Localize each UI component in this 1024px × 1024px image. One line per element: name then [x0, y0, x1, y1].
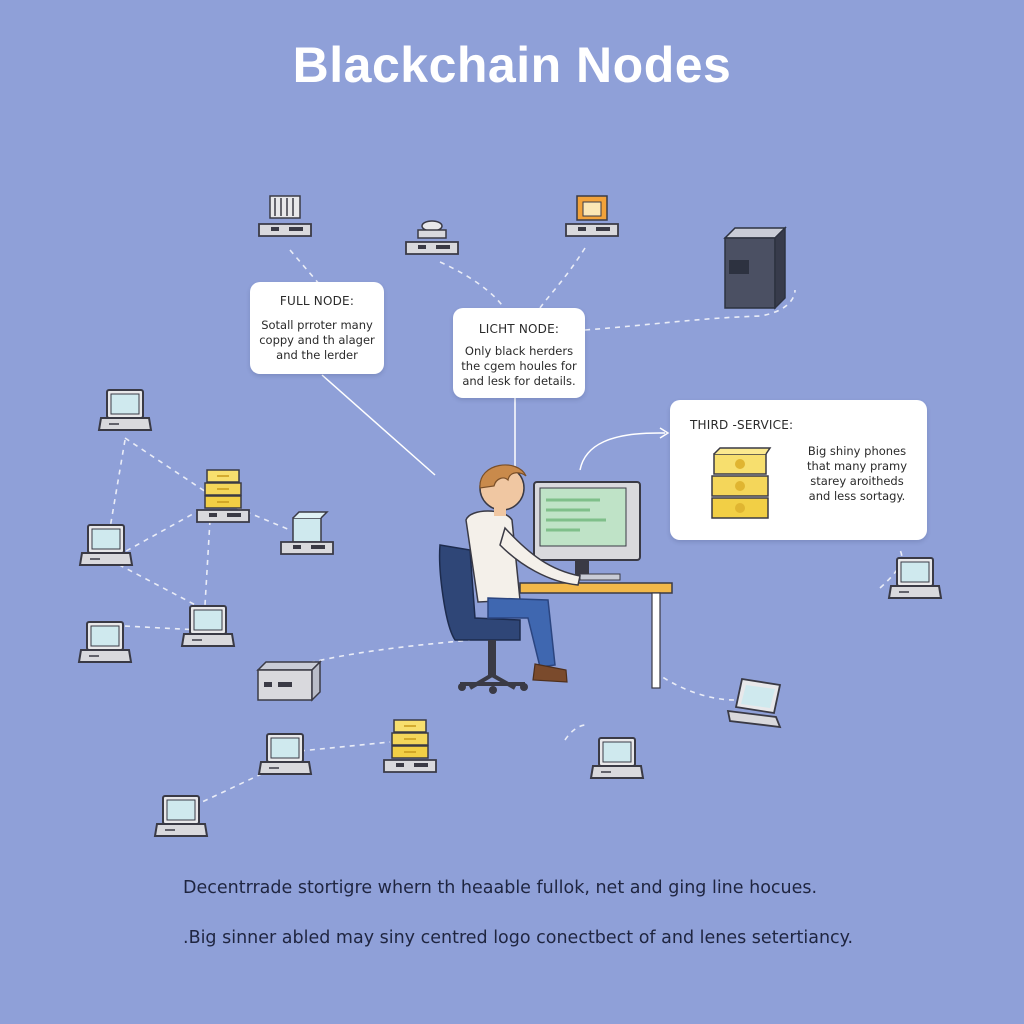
coin-stack-icon: [405, 220, 459, 255]
third-service-line: and less sortagy.: [808, 489, 906, 503]
light-node-card: LICHT NODE: Only black herders the cgem …: [453, 308, 585, 398]
cube-node-icon: [280, 511, 334, 555]
footer-caption-line-1: Decentrrade stortigre whern th heaable f…: [183, 878, 818, 898]
laptop-icon: [258, 733, 312, 775]
page-title: Blackchain Nodes: [292, 37, 732, 93]
full-node-card: FULL NODE: Sotall prroter many coppy and…: [250, 282, 384, 374]
laptop-icon: [98, 389, 152, 431]
tablet-icon: [726, 677, 782, 729]
laptop-icon: [78, 621, 132, 663]
storage-box-icon: [723, 226, 787, 310]
full-node-line: coppy and th alager: [259, 333, 375, 347]
coin-node-icon: [383, 719, 437, 773]
footer-caption-line-2: .Big sinner abled may siny centred logo …: [183, 928, 854, 948]
server-rack-icon: [258, 195, 312, 237]
laptop-icon: [181, 605, 235, 647]
coin-node-icon: [196, 469, 250, 523]
third-service-line: starey aroitheds: [810, 474, 904, 488]
third-service-line: that many pramy: [806, 459, 908, 473]
user-at-desk-illustration: [438, 464, 673, 694]
crypto-cube-icon: [565, 195, 619, 237]
laptop-icon: [590, 737, 644, 779]
full-node-connector: [321, 374, 436, 476]
third-service-card: THIRD ‑SERVICE: Big shiny phones that ma…: [670, 400, 927, 540]
third-service-heading: THIRD ‑SERVICE:: [690, 418, 794, 432]
server-box-icon: [256, 660, 322, 702]
third-service-description: Big shiny phones that many pramy starey …: [798, 444, 916, 504]
light-node-heading: LICHT NODE:: [478, 322, 560, 336]
laptop-icon: [79, 524, 133, 566]
coin-stack-icon: [711, 447, 772, 519]
light-node-line: Only black herders: [464, 344, 574, 358]
third-service-arrow: [579, 432, 666, 471]
light-node-line: and lesk for details.: [462, 374, 576, 388]
third-service-line: Big shiny phones: [807, 444, 907, 458]
connection-lines: [104, 247, 903, 811]
full-node-line: and the lerder: [276, 348, 358, 362]
laptop-icon: [154, 795, 208, 837]
full-node-description: Sotall prroter many coppy and th alager …: [254, 318, 380, 363]
full-node-line: Sotall prroter many: [261, 318, 373, 332]
light-node-description: Only black herders the cgem houles for a…: [457, 344, 581, 389]
light-node-line: the cgem houles for: [461, 359, 577, 373]
full-node-heading: FULL NODE:: [279, 294, 355, 308]
laptop-icon: [888, 557, 942, 599]
